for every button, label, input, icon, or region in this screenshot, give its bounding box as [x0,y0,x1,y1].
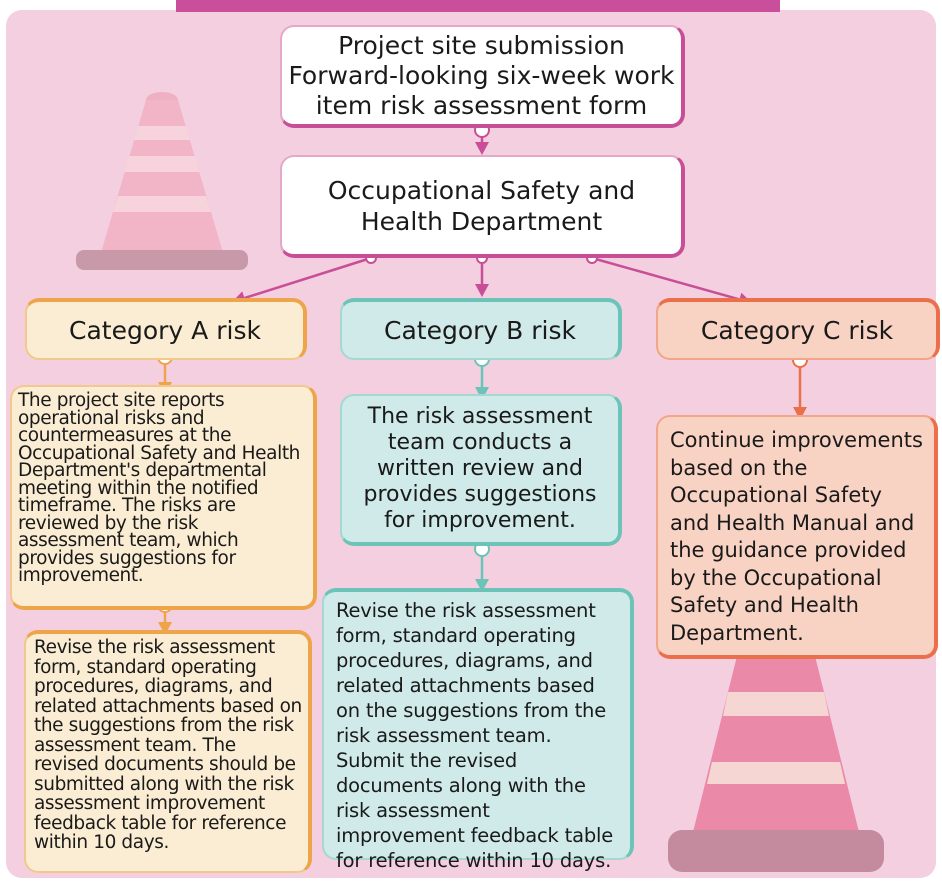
category-b-step-1-text: The risk assessment team conducts a writ… [363,404,597,533]
traffic-cone-icon [74,78,250,272]
submission-line-3: item risk assessment form [315,90,648,120]
category-b-step-1: The risk assessment team conducts a writ… [340,394,622,546]
submission-box: Project site submission Forward-looking … [280,25,685,128]
category-a-step-2: Revise the risk assessment form, standar… [24,630,312,873]
submission-line-1: Project site submission [338,30,625,60]
category-c-box: Category C risk [656,298,940,360]
category-b-label: Category B risk [384,315,576,345]
category-c-step-1: Continue improvements based on the Occup… [656,415,938,659]
title-banner-strip [176,0,780,12]
department-label: Occupational Safety and Health Departmen… [327,175,636,236]
category-b-step-2-text: Revise the risk assessment form, standar… [336,599,614,872]
traffic-cone-icon [666,612,886,874]
category-a-step-1: The project site reports operational ris… [10,385,317,610]
category-c-step-1-text: Continue improvements based on the Occup… [670,428,923,645]
category-a-box: Category A risk [25,298,307,360]
submission-line-2: Forward-looking six-week work [288,60,675,90]
category-c-label: Category C risk [700,315,894,345]
category-a-step-2-text: Revise the risk assessment form, standar… [34,637,302,853]
category-b-box: Category B risk [340,298,622,360]
department-box: Occupational Safety and Health Departmen… [280,155,685,258]
category-a-label: Category A risk [69,315,261,345]
category-b-step-2: Revise the risk assessment form, standar… [322,588,634,872]
category-a-step-1-text: The project site reports operational ris… [18,390,300,586]
